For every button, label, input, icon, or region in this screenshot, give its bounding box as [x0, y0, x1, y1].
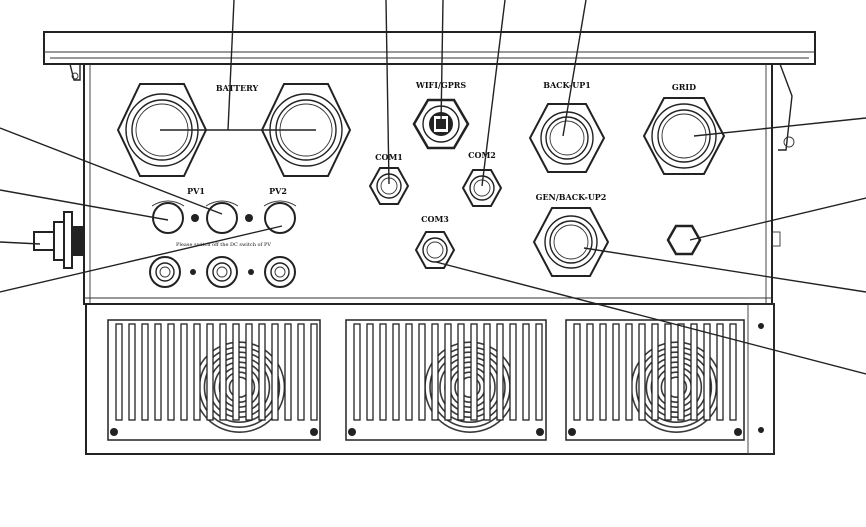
pv-bottom-connectors: [149, 256, 296, 288]
backup1-gland: [528, 103, 606, 173]
com1-port: [368, 167, 410, 205]
vent-plug: [666, 224, 702, 256]
pv1-label: PV1: [187, 186, 205, 196]
com3-port: [414, 231, 456, 269]
gen-backup2-label: GEN/BACK-UP2: [536, 192, 607, 202]
grid-gland: [642, 97, 726, 175]
left-latch: [69, 63, 81, 81]
com2-port: [461, 169, 503, 207]
com2-label: COM2: [468, 150, 496, 160]
com3-label: COM3: [421, 214, 449, 224]
fan-module-1: [107, 319, 321, 441]
pv2-label: PV2: [269, 186, 287, 196]
right-latch: [771, 63, 795, 247]
pv2-connectors: [245, 200, 297, 234]
top-lid: [43, 31, 816, 65]
battery-label: BATTERY: [216, 83, 259, 93]
fan-module-3: [565, 319, 745, 441]
grid-label: GRID: [672, 82, 696, 92]
wifi-gprs-label: WIFI/GPRS: [415, 80, 467, 90]
dc-switch: [33, 211, 84, 269]
backup1-label: BACK-UP1: [543, 80, 591, 90]
fan-module-2: [345, 319, 547, 441]
gen-backup2-gland: [532, 207, 610, 277]
callout-leader-lines: [0, 0, 866, 375]
pv-note: Please switch off the DC switch of PV: [176, 242, 271, 248]
